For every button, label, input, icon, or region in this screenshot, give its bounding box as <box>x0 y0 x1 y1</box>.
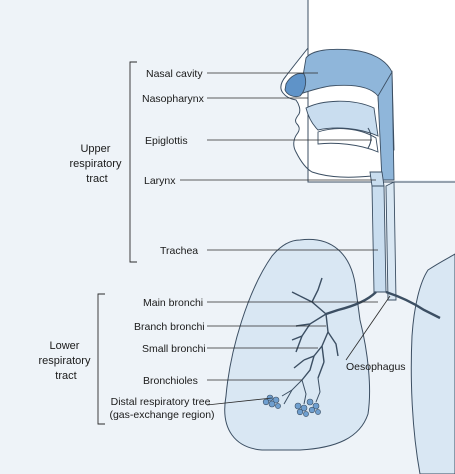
label-oesophagus: Oesophagus <box>346 361 406 373</box>
label-nasopharynx: Nasopharynx <box>142 93 205 105</box>
alveoli-clusters <box>262 394 321 417</box>
main-bronchus-right <box>385 290 441 320</box>
label-bronchioles: Bronchioles <box>143 375 198 387</box>
label-small-bronchi: Small bronchi <box>142 343 206 355</box>
label-epiglottis: Epiglottis <box>145 135 188 147</box>
upper-tract-label-line: respiratory <box>69 158 121 170</box>
lower-tract-label-line: tract <box>55 370 76 382</box>
leader-oesophagus <box>345 295 391 361</box>
lower-tract-label-line: Lower <box>49 340 79 352</box>
larynx-shape <box>369 171 385 187</box>
leader-distal-tree <box>206 397 273 406</box>
label-distal-tree-line: (gas-exchange region) <box>109 409 214 421</box>
bronchioles <box>281 377 321 405</box>
label-main-bronchi: Main bronchi <box>143 297 203 309</box>
upper-tract-label-line: Upper <box>80 143 110 155</box>
left-lung <box>224 238 371 451</box>
label-branch-bronchi: Branch bronchi <box>134 321 205 333</box>
label-nasal-cavity: Nasal cavity <box>146 68 203 80</box>
head-profile <box>280 0 373 183</box>
label-distal-tree-line: Distal respiratory tree <box>111 396 211 408</box>
oral-cavity <box>305 100 379 137</box>
trachea-shape <box>371 185 387 293</box>
epiglottis-shape <box>367 127 372 149</box>
upper-tract-label-line: tract <box>86 173 107 185</box>
lower-tract-label: Lower respiratory tract <box>38 340 93 382</box>
lower-tract-label-line: respiratory <box>38 355 90 367</box>
nose-tip-shape <box>284 73 307 98</box>
label-trachea: Trachea <box>160 245 198 257</box>
label-distal-tree: Distal respiratory tree (gas-exchange re… <box>109 396 214 421</box>
main-bronchus <box>325 291 377 316</box>
upper-tract-label: Upper respiratory tract <box>69 143 124 185</box>
lower-tract-bracket <box>97 293 105 425</box>
oesophagus-shape <box>385 181 397 301</box>
pharynx-shape <box>377 70 395 181</box>
label-larynx: Larynx <box>144 175 176 187</box>
upper-tract-bracket <box>129 61 137 263</box>
